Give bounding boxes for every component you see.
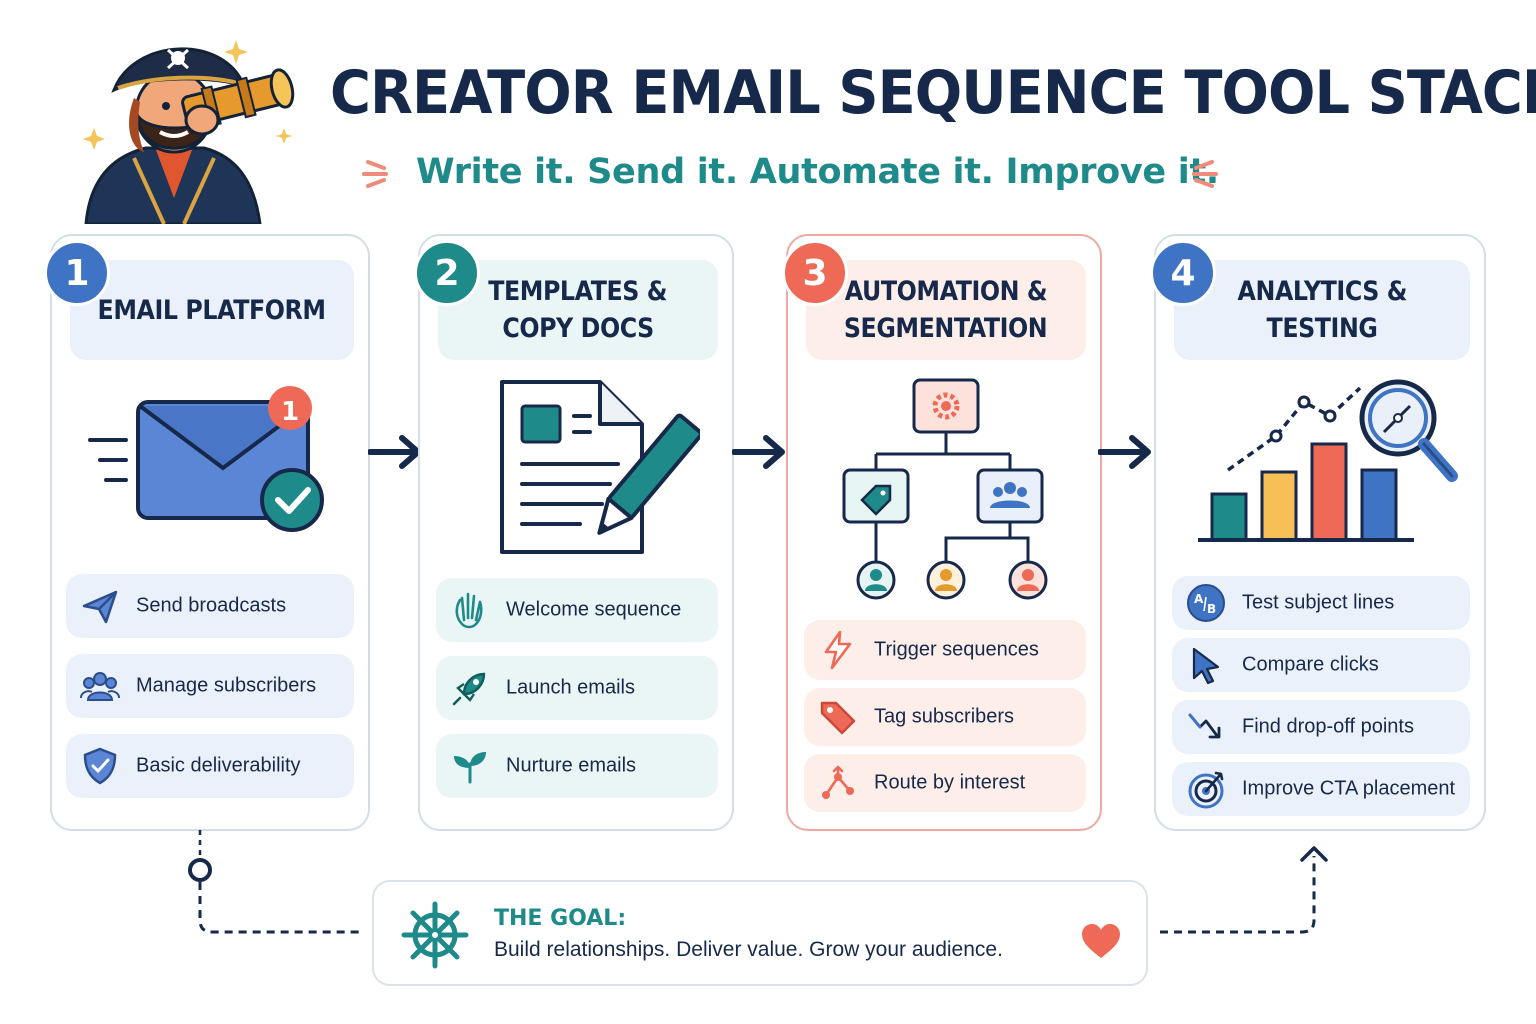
list-item-label: Launch emails xyxy=(506,676,635,699)
list-item-label: Welcome sequence xyxy=(506,598,682,621)
card-title-line-2: TESTING xyxy=(1266,313,1378,344)
list-item: A B Test subject lines xyxy=(1172,576,1470,630)
card-header: ANALYTICS & TESTING xyxy=(1174,260,1470,360)
list-item-label: Compare clicks xyxy=(1242,653,1379,676)
card-email-platform: EMAIL PLATFORM 1 Send broadcasts Manage … xyxy=(50,234,370,831)
card-analytics-testing: ANALYTICS & TESTING A B Test subject lin… xyxy=(1154,234,1486,831)
list-item-label: Send broadcasts xyxy=(136,594,287,617)
envelope-icon xyxy=(88,386,324,532)
step-badge-2: 2 xyxy=(414,240,480,306)
card-title-line-2: SEGMENTATION xyxy=(844,313,1048,344)
ship-wheel-icon xyxy=(401,901,469,969)
shield-check-icon xyxy=(83,747,117,785)
card-title-line-1: TEMPLATES & xyxy=(488,276,668,307)
list-item: Welcome sequence xyxy=(436,578,718,642)
step-badge-3: 3 xyxy=(782,240,848,306)
workflow-tree-icon xyxy=(842,378,1048,600)
list-item-label: Manage subscribers xyxy=(136,674,317,697)
sprout-icon xyxy=(454,752,486,784)
list-item: Find drop-off points xyxy=(1172,700,1470,754)
list-item-label: Test subject lines xyxy=(1242,591,1395,614)
subtitle-left-accent-icon xyxy=(362,160,388,188)
list-item: Nurture emails xyxy=(436,734,718,798)
list-item-label: Tag subscribers xyxy=(874,705,1015,728)
card-title: EMAIL PLATFORM xyxy=(97,294,327,326)
heart-icon xyxy=(1082,924,1120,958)
goal-callout: THE GOAL: Build relationships. Deliver v… xyxy=(372,880,1148,986)
card-automation-segmentation: AUTOMATION & SEGMENTATION Trigger sequen… xyxy=(786,234,1102,831)
card-header: TEMPLATES & COPY DOCS xyxy=(438,260,718,360)
list-item-label: Basic deliverability xyxy=(136,754,301,777)
list-item: Basic deliverability xyxy=(66,734,354,798)
goal-title: THE GOAL: xyxy=(494,906,627,931)
lightning-icon xyxy=(824,630,852,670)
arrow-right-icon xyxy=(732,435,785,469)
list-item-label: Find drop-off points xyxy=(1242,715,1414,738)
document-pencil-icon xyxy=(500,380,700,554)
target-icon xyxy=(1188,771,1224,809)
list-item: Trigger sequences xyxy=(804,620,1086,680)
list-item: Route by interest xyxy=(804,754,1086,812)
paper-plane-icon xyxy=(82,590,118,624)
svg-text:B: B xyxy=(1207,602,1216,616)
card-templates-copy-docs: TEMPLATES & COPY DOCS Welcome sequence L… xyxy=(418,234,734,831)
rocket-icon xyxy=(452,672,486,706)
subtitle-right-accent-icon xyxy=(1192,160,1218,188)
list-item: Tag subscribers xyxy=(804,688,1086,746)
users-icon xyxy=(80,672,120,701)
card-title-line-1: AUTOMATION & xyxy=(844,276,1048,307)
page-subtitle: Write it. Send it. Automate it. Improve … xyxy=(416,152,1219,192)
list-item: Manage subscribers xyxy=(66,654,354,718)
cursor-icon xyxy=(1192,647,1220,685)
list-item: Compare clicks xyxy=(1172,638,1470,692)
card-header: EMAIL PLATFORM xyxy=(70,260,354,360)
svg-text:A: A xyxy=(1194,592,1204,606)
list-item: Improve CTA placement xyxy=(1172,762,1470,816)
list-item-label: Improve CTA placement xyxy=(1242,777,1456,800)
arrow-right-icon xyxy=(368,435,421,469)
card-title-line-1: ANALYTICS & xyxy=(1237,276,1407,307)
card-header: AUTOMATION & SEGMENTATION xyxy=(806,260,1086,360)
route-icon xyxy=(822,765,854,799)
step-badge-1: 1 xyxy=(44,240,110,306)
step-badge-4: 4 xyxy=(1150,240,1216,306)
feedback-loop-connector xyxy=(188,830,1328,934)
list-item-label: Route by interest xyxy=(874,771,1026,794)
tag-icon xyxy=(820,701,856,735)
list-item-label: Trigger sequences xyxy=(874,638,1039,661)
ab-test-icon: A B xyxy=(1187,584,1225,622)
arrow-right-icon xyxy=(1098,435,1151,469)
notification-count-badge: 1 xyxy=(280,397,300,427)
trend-down-icon xyxy=(1188,713,1221,739)
pirate-mascot-illustration xyxy=(83,40,295,224)
list-item-label: Nurture emails xyxy=(506,754,637,777)
page-title: CREATOR EMAIL SEQUENCE TOOL STACK xyxy=(330,58,1536,128)
waving-hand-icon xyxy=(455,592,483,629)
list-item: Send broadcasts xyxy=(66,574,354,638)
goal-text: Build relationships. Deliver value. Grow… xyxy=(494,938,1003,961)
list-item: Launch emails xyxy=(436,656,718,720)
card-title-line-2: COPY DOCS xyxy=(502,313,654,344)
bar-chart-magnifier-icon xyxy=(1198,379,1458,542)
